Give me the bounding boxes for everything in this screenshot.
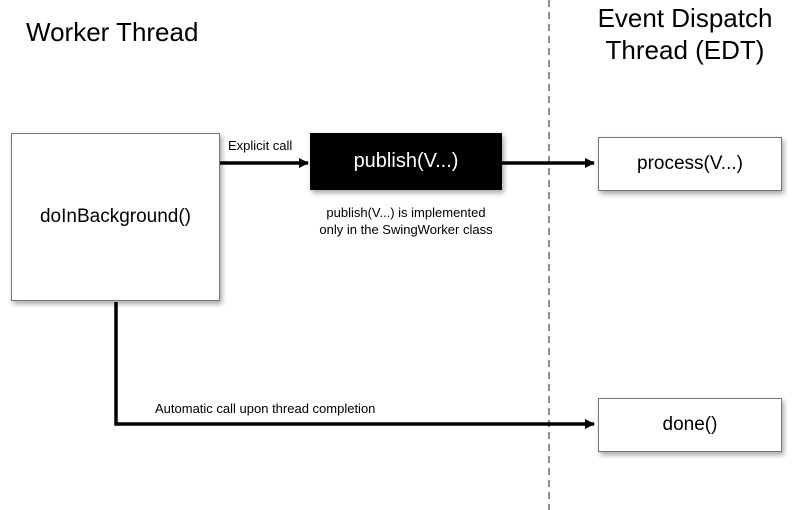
process-label: process(V...) — [637, 153, 743, 174]
process-box: process(V...) — [598, 137, 782, 191]
automatic-call-arrow — [114, 302, 595, 429]
edt-title-line-1: Event Dispatch — [597, 3, 773, 33]
publish-label: publish(V...) — [353, 150, 459, 172]
explicit-call-label: Explicit call — [228, 138, 293, 153]
worker-thread-title: Worker Thread — [26, 17, 199, 47]
automatic-call-label: Automatic call upon thread completion — [155, 401, 376, 416]
do-in-background-box: doInBackground() — [11, 133, 220, 301]
do-in-background-label: doInBackground() — [39, 206, 192, 227]
publish-box: publish(V...) — [310, 133, 502, 190]
edt-title: Event Dispatch Thread (EDT) — [570, 2, 800, 66]
done-box: done() — [598, 398, 782, 452]
publish-implementation-note: publish(V...) is implemented only in the… — [300, 204, 512, 238]
publish-note-line-1: publish(V...) is implemented — [326, 205, 486, 220]
done-label: done() — [662, 414, 718, 435]
edt-title-line-2: Thread (EDT) — [605, 35, 765, 65]
publish-note-line-2: only in the SwingWorker class — [319, 222, 493, 237]
